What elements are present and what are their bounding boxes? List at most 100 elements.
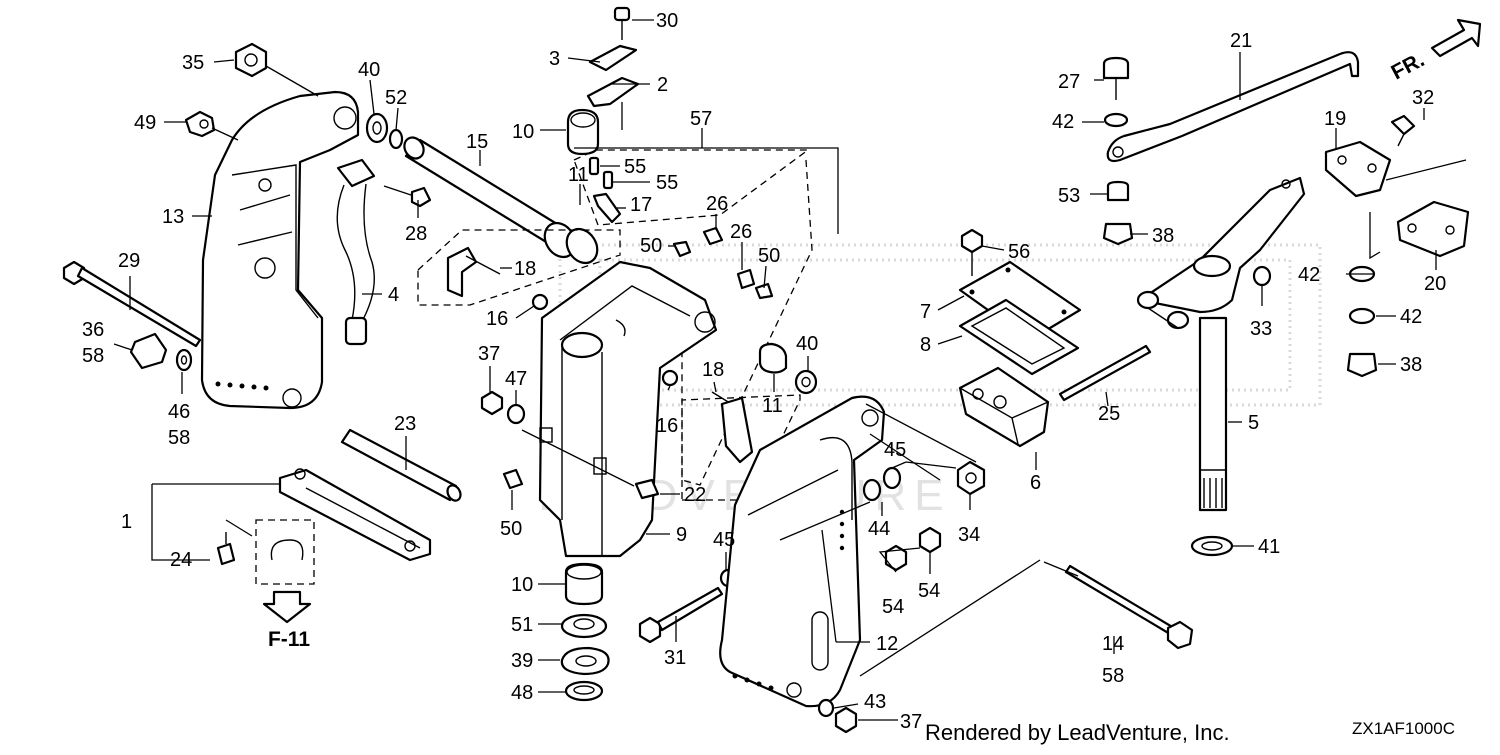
part-17-pin (592, 192, 622, 224)
callout-20[interactable]: 20 (1424, 273, 1446, 295)
callout-31[interactable]: 31 (664, 647, 686, 669)
callout-7[interactable]: 7 (920, 301, 931, 323)
callout-45[interactable]: 45 (713, 529, 735, 551)
callout-18[interactable]: 18 (514, 258, 536, 280)
callout-38[interactable]: 38 (1152, 225, 1174, 247)
callout-17[interactable]: 17 (630, 194, 652, 216)
callout-37[interactable]: 37 (478, 343, 500, 365)
callout-37[interactable]: 37 (900, 711, 922, 733)
callout-34[interactable]: 34 (958, 524, 980, 546)
callout-50[interactable]: 50 (500, 518, 522, 540)
callout-9[interactable]: 9 (676, 524, 687, 546)
part-37-nut-a (480, 390, 504, 416)
callout-51[interactable]: 51 (511, 614, 533, 636)
leader-lines (113, 19, 1467, 721)
part-57-assembly-outline (573, 147, 839, 486)
callout-16[interactable]: 16 (656, 415, 678, 437)
part-40-washer-right (794, 369, 818, 395)
callout-44[interactable]: 44 (868, 518, 890, 540)
callout-2[interactable]: 2 (657, 74, 668, 96)
callout-55[interactable]: 55 (624, 156, 646, 178)
callout-25[interactable]: 25 (1098, 403, 1120, 425)
callout-41[interactable]: 41 (1258, 536, 1280, 558)
callout-5[interactable]: 5 (1248, 412, 1259, 434)
callout-32[interactable]: 32 (1412, 87, 1434, 109)
callout-18[interactable]: 18 (702, 359, 724, 381)
callout-10[interactable]: 10 (511, 574, 533, 596)
callout-6[interactable]: 6 (1030, 472, 1041, 494)
part-16-bolt-b (661, 369, 679, 387)
part-32-bolt (1390, 114, 1416, 147)
callout-42[interactable]: 42 (1052, 111, 1074, 133)
callout-29[interactable]: 29 (118, 250, 140, 272)
callout-58[interactable]: 58 (168, 427, 190, 449)
callout-54[interactable]: 54 (882, 596, 904, 618)
part-38-nut-b (1346, 352, 1378, 378)
part-14-long-bolt (1064, 564, 1194, 650)
callout-11[interactable]: 11 (762, 395, 783, 417)
callout-54[interactable]: 54 (918, 580, 940, 602)
callout-46[interactable]: 46 (168, 401, 190, 423)
part-28-bolt (383, 185, 432, 208)
callout-58[interactable]: 58 (1102, 665, 1124, 687)
f11-ref-label[interactable]: F-11 (268, 628, 310, 651)
callout-36[interactable]: 36 (82, 319, 104, 341)
callout-10[interactable]: 10 (512, 121, 534, 143)
callout-52[interactable]: 52 (385, 87, 407, 109)
callout-27[interactable]: 27 (1058, 71, 1080, 93)
callout-4[interactable]: 4 (388, 284, 399, 306)
callout-15[interactable]: 15 (466, 131, 488, 153)
callout-26[interactable]: 26 (706, 193, 728, 215)
callout-56[interactable]: 56 (1008, 241, 1030, 263)
part-1-plate (278, 468, 432, 562)
callout-13[interactable]: 13 (162, 206, 184, 228)
part-30-bolt (613, 6, 631, 40)
part-18-lever-right (681, 391, 801, 501)
callout-16[interactable]: 16 (486, 308, 508, 330)
callout-57[interactable]: 57 (690, 108, 712, 130)
callout-50[interactable]: 50 (758, 245, 780, 267)
callout-24[interactable]: 24 (170, 549, 192, 571)
callout-21[interactable]: 21 (1230, 30, 1252, 52)
callout-58[interactable]: 58 (82, 345, 104, 367)
callout-8[interactable]: 8 (920, 334, 931, 356)
callout-38[interactable]: 38 (1400, 354, 1422, 376)
callout-11[interactable]: 11 (568, 164, 589, 186)
callout-42[interactable]: 42 (1298, 264, 1320, 286)
callout-43[interactable]: 43 (864, 691, 886, 713)
part-21-steering-rod (1106, 51, 1360, 163)
callout-40[interactable]: 40 (358, 59, 380, 81)
callout-30[interactable]: 30 (656, 10, 678, 32)
callout-1[interactable]: 1 (121, 511, 132, 533)
callout-33[interactable]: 33 (1250, 318, 1272, 340)
callout-22[interactable]: 22 (684, 484, 706, 506)
callout-42[interactable]: 42 (1400, 306, 1422, 328)
callout-26[interactable]: 26 (730, 221, 752, 243)
callout-28[interactable]: 28 (405, 223, 427, 245)
callout-14[interactable]: 14 (1102, 633, 1124, 655)
part-55-pin-a (588, 156, 600, 176)
callout-53[interactable]: 53 (1058, 185, 1080, 207)
callout-3[interactable]: 3 (549, 48, 560, 70)
part-16-bolt-a (531, 293, 549, 311)
callout-49[interactable]: 49 (134, 112, 156, 134)
callout-35[interactable]: 35 (182, 52, 204, 74)
callout-55[interactable]: 55 (656, 172, 678, 194)
part-55-pin-b (602, 170, 614, 190)
callout-12[interactable]: 12 (876, 633, 898, 655)
callout-23[interactable]: 23 (394, 413, 416, 435)
part-2-plate (586, 76, 640, 108)
callout-45[interactable]: 45 (884, 439, 906, 461)
callout-47[interactable]: 47 (505, 368, 527, 390)
callout-39[interactable]: 39 (511, 650, 533, 672)
callout-40[interactable]: 40 (796, 333, 818, 355)
part-38-nut-a (1102, 222, 1134, 246)
part-19-bracket (1324, 140, 1392, 198)
part-42-washer-a (1103, 112, 1129, 128)
callout-19[interactable]: 19 (1324, 108, 1346, 130)
callout-48[interactable]: 48 (511, 682, 533, 704)
callout-50[interactable]: 50 (640, 235, 662, 257)
part-18-lever-left (417, 229, 621, 306)
